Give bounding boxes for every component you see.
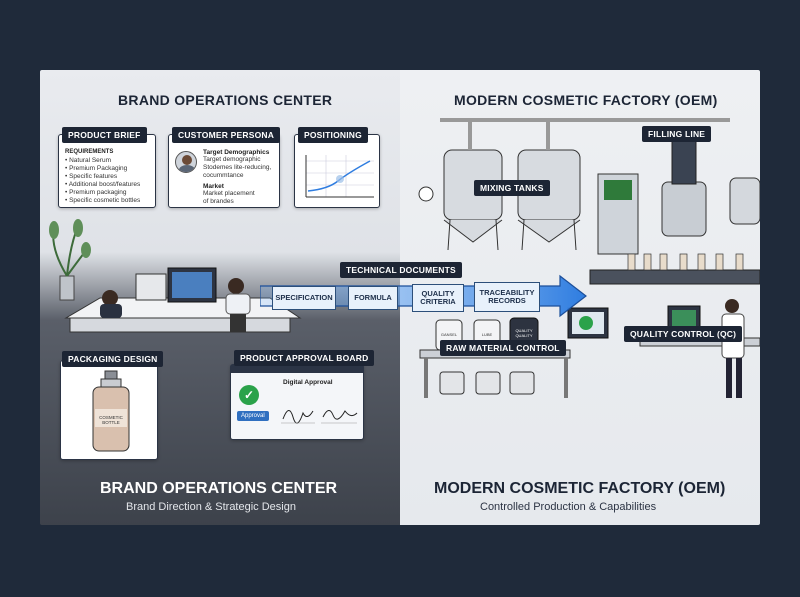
left-footer-subtitle: Brand Direction & Strategic Design — [126, 501, 296, 513]
brief-item: • Specific features — [65, 173, 118, 180]
quality-control-tag: QUALITY CONTROL (QC) — [624, 326, 743, 342]
positioning-chart — [305, 155, 374, 198]
product-brief-tag: PRODUCT BRIEF — [62, 127, 147, 143]
mixing-tank-icon — [443, 149, 581, 251]
doc-traceability-records: TRACEABILITY RECORDS — [474, 282, 540, 312]
factory-scene — [418, 118, 760, 398]
packaging-tag: PACKAGING DESIGN — [62, 351, 164, 367]
positioning-tag: POSITIONING — [298, 127, 368, 143]
brief-item: • Specific cosmetic bottles — [65, 197, 141, 204]
check-icon: ✓ — [239, 385, 259, 405]
brief-item: • Additional boost/features — [65, 181, 141, 188]
technical-documents-tag: TECHNICAL DOCUMENTS — [340, 262, 462, 278]
persona-line: of brandes — [203, 198, 234, 205]
qc-lab — [639, 299, 760, 398]
left-footer-title: BRAND OPERATIONS CENTER — [100, 480, 338, 497]
persona-line: Market placement — [203, 190, 255, 197]
right-footer-subtitle: Controlled Production & Capabilities — [480, 501, 657, 513]
brief-subhead: REQUIREMENTS — [65, 149, 114, 155]
persona-line: cocummtance — [203, 172, 244, 179]
persona-line: Target demographic — [203, 156, 261, 163]
bottle-icon — [92, 370, 130, 452]
right-heading: MODERN COSMETIC FACTORY (OEM) — [454, 92, 718, 108]
brief-item: • Natural Serum — [65, 157, 111, 164]
bottle-label: COSMETIC BOTTLE — [99, 415, 123, 425]
brief-item: • Premium packaging — [65, 189, 127, 196]
filling-line-tag: FILLING LINE — [642, 126, 712, 142]
persona-avatar — [175, 151, 197, 173]
product-brief-card: REQUIREMENTS • Natural Serum • Premium P… — [58, 134, 156, 208]
doc-specification: SPECIFICATION — [272, 286, 336, 310]
approval-tag: PRODUCT APPROVAL BOARD — [234, 350, 375, 366]
filling-machine-icon — [597, 139, 760, 255]
brief-item: • Premium Packaging — [65, 165, 128, 172]
packaging-card: COSMETIC BOTTLE — [60, 360, 158, 460]
left-heading: BRAND OPERATIONS CENTER — [118, 92, 333, 108]
mixing-tanks-tag: MIXING TANKS — [474, 180, 550, 196]
jar-label: LUBE — [481, 332, 493, 337]
doc-quality-criteria: QUALITY CRITERIA — [412, 284, 464, 312]
persona-line: Stodemes lite-reducing, — [203, 164, 272, 171]
jar-label: QUALITY QUALITY — [515, 328, 533, 338]
doc-formula: FORMULA — [348, 286, 398, 310]
persona-line: Target Demographics — [203, 149, 270, 156]
positioning-card — [294, 134, 380, 208]
approval-title: Digital Approval — [283, 379, 333, 386]
plant-icon — [49, 219, 91, 301]
approval-button[interactable]: Approval — [237, 411, 269, 421]
raw-material-tag: RAW MATERIAL CONTROL — [440, 340, 566, 356]
persona-line: Market — [203, 183, 224, 190]
customer-persona-tag: CUSTOMER PERSONA — [172, 127, 281, 143]
right-footer-title: MODERN COSMETIC FACTORY (OEM) — [434, 480, 726, 497]
infographic-frame: BRAND OPERATIONS CENTER REQUIREMENTS • N… — [40, 70, 760, 525]
approval-card: ✓ Digital Approval Approval — [230, 364, 364, 440]
office-scene — [49, 219, 302, 333]
jar-label: GANSEL — [440, 332, 458, 337]
customer-persona-card: Target Demographics Target demographic S… — [168, 134, 280, 208]
signature-icon — [281, 410, 358, 424]
